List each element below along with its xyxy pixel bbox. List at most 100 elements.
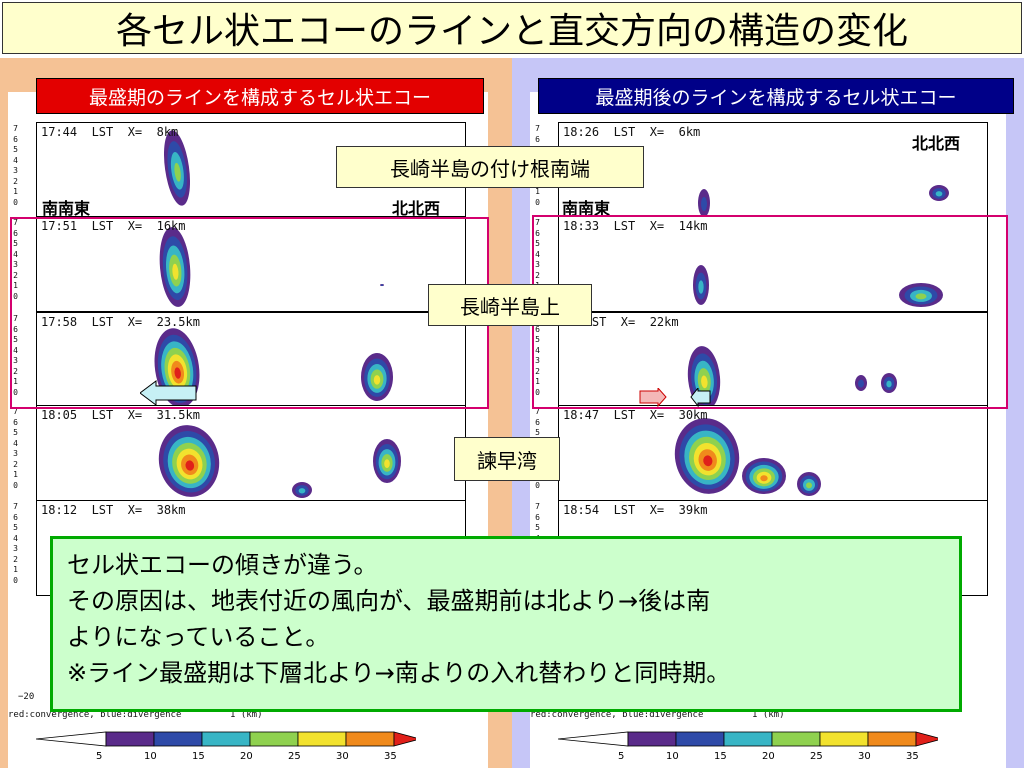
left-direction-south: 南南東 — [42, 199, 91, 218]
colorbar-tick-label: 25 — [810, 751, 823, 762]
echo-contour — [174, 162, 181, 182]
colorbar-segment — [915, 731, 938, 747]
colorbar-segment — [297, 731, 347, 747]
colorbar-tick-label: 15 — [192, 751, 205, 762]
cross-section-panel: 18:47 LST X= 30km — [558, 405, 988, 501]
y-axis-ticks: 7 6 5 4 3 2 1 0 — [13, 314, 18, 397]
cross-section-panel: 18:05 LST X= 31.5km — [36, 405, 466, 501]
panel-timestamp: 18:12 LST X= 38km — [41, 503, 186, 517]
note-line-1: セル状エコーの傾きが違う。 — [67, 551, 378, 579]
echo-contours — [693, 265, 943, 307]
left-colorbar: 5 10 15 20 25 30 35 — [36, 731, 416, 762]
slide-title: 各セル状エコーのラインと直交方向の構造の変化 — [2, 2, 1022, 54]
left-colorbar-unit: 1 (km) — [230, 710, 263, 720]
colorbar-segment — [249, 731, 299, 747]
left-xaxis-first: −20 — [18, 692, 35, 702]
panel-timestamp: 17:58 LST X= 23.5km — [41, 315, 200, 329]
echo-contours — [674, 418, 821, 496]
colorbar-segment — [393, 731, 416, 747]
echo-contours — [158, 425, 401, 498]
cross-section-panel: 17:44 LST X= 8km — [36, 122, 466, 218]
echo-contour — [701, 197, 707, 212]
callout-peninsula-base: 長崎半島の付け根南端 — [336, 146, 644, 188]
colorbar-segment — [867, 731, 917, 747]
echo-contour — [760, 475, 768, 482]
panel-timestamp: 18:33 LST X= 14km — [563, 219, 708, 233]
colorbar-segment — [153, 731, 203, 747]
right-blue-arrow-icon — [690, 388, 711, 408]
colorbar-tick-label: 20 — [762, 751, 775, 762]
right-colorbar-unit: 1 (km) — [752, 710, 785, 720]
echo-contour — [858, 379, 864, 388]
colorbar-tick-label: 5 — [96, 751, 102, 762]
colorbar-segment — [345, 731, 395, 747]
y-axis-ticks: 7 6 5 4 3 2 1 0 — [13, 407, 18, 490]
echo-contour — [298, 488, 306, 494]
right-colorbar: 5 10 15 20 25 30 35 — [558, 731, 938, 762]
colorbar-segment — [819, 731, 869, 747]
panel-timestamp: 18:26 LST X= 6km — [563, 125, 701, 139]
echo-contours — [698, 185, 949, 217]
colorbar-tick-label: 30 — [336, 751, 349, 762]
note-line-3: よりになっていること。 — [67, 623, 330, 651]
echo-contour — [698, 280, 704, 294]
y-axis-ticks: 7 6 5 4 3 2 1 0 — [13, 502, 18, 585]
echo-contour — [703, 455, 713, 467]
left-direction-north: 北北西 — [392, 199, 441, 218]
echo-contour — [384, 459, 390, 469]
colorbar-tick-label: 35 — [384, 751, 397, 762]
left-arrow-icon — [140, 380, 197, 406]
colorbar-tick-label: 30 — [858, 751, 871, 762]
colorbar-segment — [675, 731, 725, 747]
panel-timestamp: 18:54 LST X= 39km — [563, 503, 708, 517]
colorbar-segment — [201, 731, 251, 747]
y-axis-ticks: 7 6 5 4 3 2 1 0 — [13, 124, 18, 207]
echo-contour — [886, 380, 892, 388]
panel-timestamp: 17:51 LST X= 16km — [41, 219, 186, 233]
panel-timestamp: 18:05 LST X= 31.5km — [41, 408, 200, 422]
panel-timestamp: 18:47 LST X= 30km — [563, 408, 708, 422]
colorbar-tick-label: 25 — [288, 751, 301, 762]
colorbar-segment — [771, 731, 821, 747]
right-highlight-box — [532, 215, 1008, 409]
colorbar-segment — [723, 731, 773, 747]
left-header: 最盛期のラインを構成するセル状エコー — [36, 78, 484, 114]
echo-contour — [806, 482, 812, 489]
colorbar-tick-label: 5 — [618, 751, 624, 762]
panel-timestamp: 17:44 LST X= 8km — [41, 125, 179, 139]
echo-contour — [174, 367, 181, 379]
left-colorbar-caption: red:convergence, blue:divergence — [8, 710, 182, 720]
y-axis-ticks: 7 6 5 4 3 2 1 0 — [13, 218, 18, 301]
left-highlight-box — [10, 217, 489, 409]
note-line-4: ※ライン最盛期は下層北より→南よりの入れ替わりと同時期。 — [67, 659, 731, 687]
echo-contour — [701, 375, 708, 389]
echo-contours — [159, 227, 384, 307]
right-direction-north: 北北西 — [912, 134, 961, 153]
note-line-2: その原因は、地表付近の風向が、最盛期前は北より→後は南 — [67, 587, 711, 615]
conclusion-note: セル状エコーの傾きが違う。 その原因は、地表付近の風向が、最盛期前は北より→後は… — [50, 536, 962, 712]
colorbar-segment — [105, 731, 155, 747]
echo-contour — [185, 460, 195, 471]
cross-section-panel: 18:33 LST X= 14km — [558, 216, 988, 312]
colorbar-segment — [558, 731, 629, 747]
right-red-arrow-icon — [639, 388, 667, 408]
colorbar-segment — [36, 731, 107, 747]
colorbar-tick-label: 35 — [906, 751, 919, 762]
colorbar-tick-label: 10 — [666, 751, 679, 762]
echo-contour — [935, 191, 943, 197]
echo-contour — [172, 263, 179, 280]
callout-isahaya-bay: 諫早湾 — [454, 437, 560, 481]
colorbar-segment — [627, 731, 677, 747]
right-colorbar-caption: red:convergence, blue:divergence — [530, 710, 704, 720]
cross-section-panel: 17:51 LST X= 16km — [36, 216, 466, 312]
echo-contour — [373, 375, 381, 385]
cross-section-panel: 17:58 LST X= 23.5km — [36, 312, 466, 408]
callout-peninsula: 長崎半島上 — [428, 284, 592, 326]
colorbar-tick-label: 20 — [240, 751, 253, 762]
echo-contour — [915, 293, 927, 300]
right-direction-south: 南南東 — [562, 199, 611, 218]
echo-contour — [381, 284, 383, 287]
colorbar-tick-label: 15 — [714, 751, 727, 762]
colorbar-tick-label: 10 — [144, 751, 157, 762]
right-header: 最盛期後のラインを構成するセル状エコー — [538, 78, 1014, 114]
